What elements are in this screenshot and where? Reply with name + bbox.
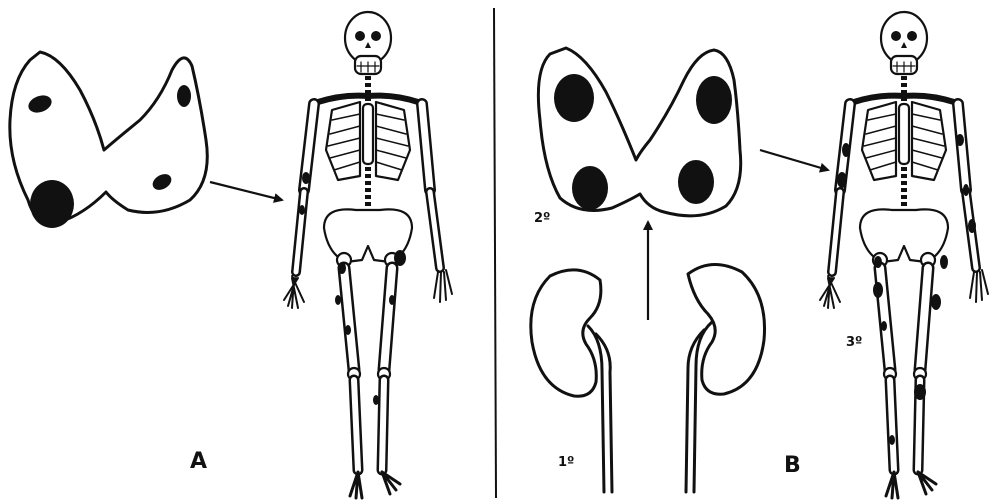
lesion bbox=[299, 205, 305, 215]
lesion bbox=[394, 250, 406, 266]
lesion bbox=[874, 256, 882, 268]
lesion bbox=[873, 282, 883, 298]
step-label-3: 3º bbox=[846, 335, 862, 350]
lesion bbox=[572, 166, 608, 210]
arrow-thyroid-to-skeleton-b bbox=[760, 150, 828, 170]
kidney-right bbox=[688, 264, 765, 394]
lesion bbox=[931, 294, 941, 310]
lesion bbox=[678, 160, 714, 204]
lesion bbox=[335, 295, 341, 305]
skeleton-b bbox=[820, 12, 988, 498]
panel-b: 2º 1º 3º B bbox=[531, 12, 988, 498]
panel-label-a: A bbox=[190, 449, 207, 474]
kidney-left bbox=[531, 270, 601, 396]
lesion bbox=[389, 295, 395, 305]
lesion bbox=[373, 395, 379, 405]
lesion bbox=[963, 184, 969, 196]
lesion bbox=[889, 435, 895, 445]
lesion bbox=[881, 321, 887, 331]
panel-a: A bbox=[10, 12, 452, 498]
lesion bbox=[554, 74, 594, 122]
arrow-thyroid-to-skeleton-a bbox=[210, 182, 282, 200]
lesion bbox=[940, 255, 948, 269]
lesion bbox=[177, 85, 191, 107]
lesion bbox=[956, 134, 964, 146]
lesion bbox=[30, 180, 74, 228]
step-label-1: 1º bbox=[558, 455, 574, 470]
lesion bbox=[837, 172, 847, 188]
lesion bbox=[302, 172, 310, 184]
lesion bbox=[914, 384, 926, 400]
lesion bbox=[968, 219, 976, 233]
panel-label-b: B bbox=[784, 453, 801, 478]
panel-divider bbox=[494, 8, 496, 498]
lesion bbox=[696, 76, 732, 124]
skeleton-a bbox=[284, 12, 452, 498]
lesion bbox=[345, 325, 351, 335]
lesion bbox=[842, 143, 850, 157]
step-label-2: 2º bbox=[534, 211, 550, 226]
lesion bbox=[338, 262, 346, 274]
